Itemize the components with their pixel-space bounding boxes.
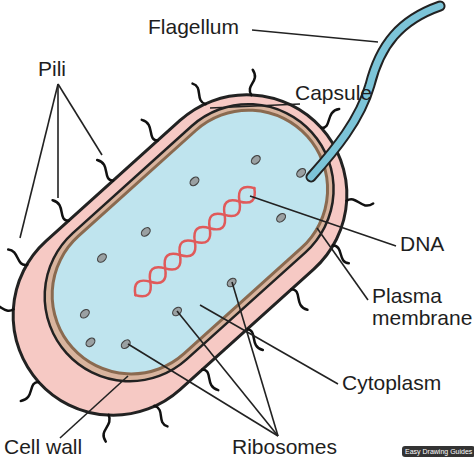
leader-line <box>58 84 102 155</box>
bacterium <box>0 17 425 462</box>
leader-line <box>60 376 128 438</box>
pilus <box>94 159 116 182</box>
dna-strand <box>130 182 260 301</box>
leader-line <box>252 30 378 42</box>
plasma-membrane-layer <box>20 78 361 407</box>
leader-line <box>177 311 278 436</box>
ribosome <box>188 175 200 187</box>
part-label: Flagellum <box>148 16 239 38</box>
pilus <box>94 415 121 442</box>
dna-strand <box>130 182 260 301</box>
ribosome <box>120 338 132 350</box>
pilus <box>346 189 373 216</box>
pilus <box>18 381 41 403</box>
pilus <box>288 288 310 311</box>
dna-helix <box>130 182 260 301</box>
leader-line <box>250 196 396 246</box>
ribosome <box>84 336 96 348</box>
part-label: Pili <box>38 58 66 80</box>
leader-line <box>20 84 58 238</box>
part-label: Cytoplasm <box>342 372 441 394</box>
cell-wall-layer <box>10 69 369 416</box>
leader-lines <box>20 30 396 438</box>
pilus <box>199 368 221 391</box>
watermark: Easy Drawing Guides <box>402 446 474 457</box>
ribosome <box>79 308 91 320</box>
pili <box>0 17 425 462</box>
leader-line <box>57 84 59 198</box>
part-label: DNA <box>400 233 444 255</box>
ribosome-dots <box>48 115 331 386</box>
pilus <box>150 405 171 427</box>
ribosome <box>96 252 108 264</box>
leader-line <box>128 344 278 436</box>
pilus <box>189 83 210 105</box>
pilus <box>0 294 14 321</box>
part-label: Capsule <box>295 82 372 104</box>
pilus <box>8 247 27 268</box>
capsule-layer <box>0 54 388 457</box>
leader-line <box>210 104 300 108</box>
pilus <box>139 118 161 141</box>
pilus <box>239 70 264 95</box>
pilus <box>50 199 72 222</box>
ribosome <box>140 226 152 238</box>
part-label: Ribosomes <box>232 436 337 458</box>
ribosome <box>295 167 307 179</box>
part-label: Cell wall <box>4 436 82 458</box>
leader-line <box>317 228 368 300</box>
ribosome <box>250 154 262 166</box>
part-label: Plasma membrane <box>372 285 474 329</box>
ribosome <box>275 212 287 224</box>
pilus <box>318 107 341 129</box>
leader-line <box>200 305 338 384</box>
